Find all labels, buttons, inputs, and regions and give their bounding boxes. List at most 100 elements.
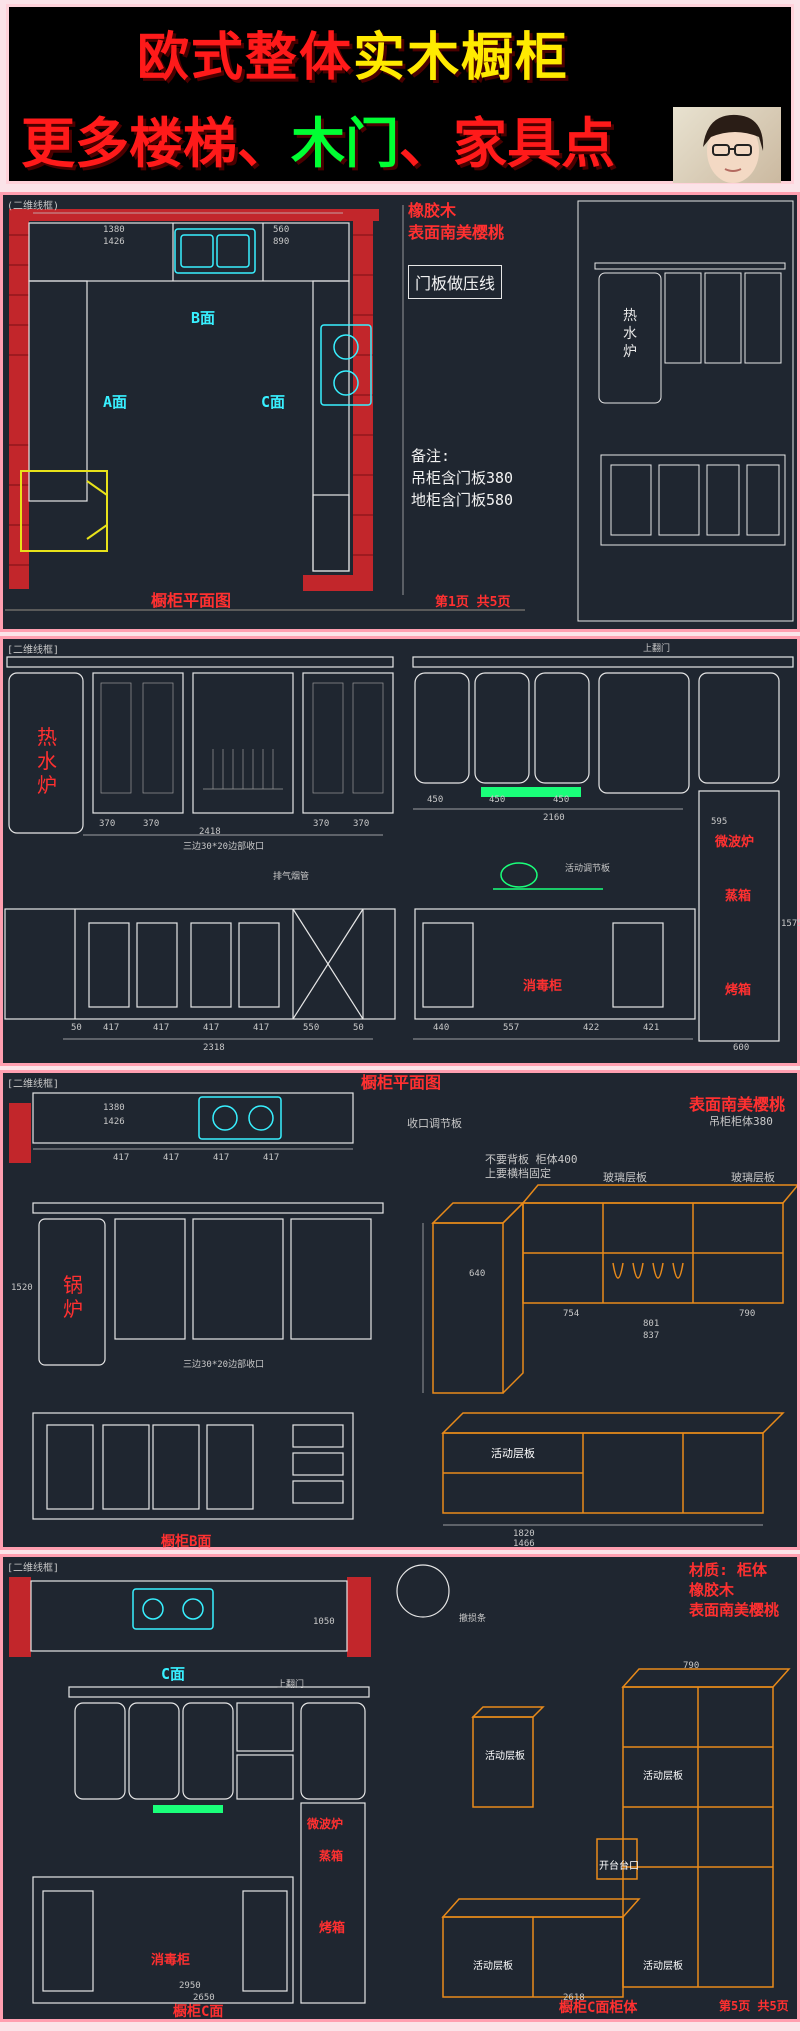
panel-elevation-a: [二维线框] 热 水 炉 三边30*20边部收口 370 370 2418 37… (0, 636, 800, 1066)
cut-label: 上翻门 (643, 644, 671, 654)
dim-417: 417 (153, 1023, 170, 1033)
dim-2650: 2650 (193, 1993, 215, 2003)
note-title: 备注: (411, 447, 451, 465)
panel-kitchen-plan: (二维线框) 橡胶木 表面南美樱桃 门板做压线 备注: 吊柜含门板380 地柜含… (0, 192, 800, 632)
banner-sub-part-green: 木门 (291, 112, 399, 175)
dim-417: 417 (163, 1153, 180, 1163)
dim-421: 421 (643, 1023, 660, 1033)
hood-note: 排气烟管 (273, 872, 310, 882)
dim-417: 417 (203, 1023, 220, 1033)
material-title: 材质: 柜体 (689, 1561, 768, 1579)
dim-2418: 2418 (199, 827, 221, 837)
dim-417: 417 (113, 1153, 130, 1163)
boiler-char: 锅 (63, 1273, 83, 1297)
dim-370: 370 (353, 819, 370, 829)
heater-char: 热 (623, 308, 637, 324)
dim-50: 50 (353, 1023, 364, 1033)
heater-char: 炉 (623, 344, 637, 360)
dim-1820: 1820 (513, 1529, 535, 1539)
frame-label: [二维线框] (7, 1079, 60, 1090)
trim-note: 收口调节板 (407, 1117, 462, 1130)
slot-note: 三边30*20边部收口 (183, 1360, 265, 1370)
steamer-label: 蒸箱 (319, 1849, 344, 1863)
dim-1380: 1380 (103, 225, 125, 235)
header-banner: 欧式整体实木橱柜 更多楼梯、木门、家具点 (6, 4, 794, 184)
b-face-drawing (9, 1092, 797, 1526)
shelf-label: 活动层板 (643, 1771, 683, 1782)
dim-2318: 2318 (203, 1043, 225, 1053)
material-surface-label: 表面南美樱桃 (689, 1601, 780, 1619)
dim-440: 440 (433, 1023, 450, 1033)
banner-title-part-yellow: 实木橱柜 (353, 28, 570, 88)
face-a-label: A面 (103, 393, 128, 411)
dim-417: 417 (263, 1153, 280, 1163)
dim-1426: 1426 (103, 1117, 125, 1127)
dim-50: 50 (71, 1023, 82, 1033)
banner-sub-part-red: 更多楼梯、 (21, 112, 291, 175)
dim-1575: 1575 (781, 919, 800, 929)
face-c-label: C面 (161, 1665, 186, 1683)
dim-1426: 1426 (103, 237, 125, 247)
heater-char: 水 (37, 749, 57, 773)
dim-450: 450 (489, 795, 506, 805)
dim-837: 837 (643, 1331, 660, 1341)
dim-1380: 1380 (103, 1103, 125, 1113)
portrait-image (703, 114, 764, 183)
opening-label: 开台台口 (599, 1861, 639, 1872)
dim-640: 640 (469, 1269, 486, 1279)
plan-title-top: 橱柜平面图 (361, 1073, 442, 1092)
shelf-label: 活动层板 (491, 1447, 535, 1460)
trim-strip-label: 撤损条 (459, 1614, 487, 1624)
c-face-title: 橱柜C面 (173, 2004, 224, 2020)
model-photo (673, 107, 781, 183)
boiler-label: 锅 炉 (63, 1273, 83, 1321)
dim-801: 801 (643, 1319, 660, 1329)
microwave-label: 微波炉 (307, 1817, 344, 1831)
steamer-label: 蒸箱 (725, 889, 752, 904)
material-label: 橡胶木 (689, 1581, 735, 1599)
banner-sub-part-red2: 、家具点 (399, 112, 615, 175)
c-face-drawing (9, 1564, 791, 2004)
panel-elevation-c: [二维线框] 材质: 柜体 橡胶木 表面南美樱桃 C面 上翻门 活动层板 活动层… (0, 1554, 800, 2022)
page-number: 第1页 共5页 (435, 595, 511, 610)
microwave-label: 微波炉 (715, 835, 755, 850)
heater-char: 炉 (37, 773, 57, 797)
dim-422: 422 (583, 1023, 600, 1033)
dim-550: 550 (303, 1023, 320, 1033)
dim-370: 370 (99, 819, 116, 829)
dim-2618: 2618 (563, 1993, 585, 2003)
material-surface-label: 表面南美樱桃 (408, 223, 505, 242)
dim-370: 370 (313, 819, 330, 829)
dim-417: 417 (253, 1023, 270, 1033)
material-surface-label: 表面南美樱桃 (689, 1095, 786, 1114)
dim-557: 557 (503, 1023, 520, 1033)
heater-char: 热 (37, 725, 57, 749)
boiler-char: 炉 (63, 1297, 83, 1321)
b-face-title: 橱柜B面 (161, 1534, 212, 1550)
dim-2950: 2950 (179, 1981, 201, 1991)
carcass-note-2: 上要横档固定 (485, 1167, 551, 1180)
frame-label: [二维线框] (7, 1563, 60, 1574)
dim-890: 890 (273, 237, 290, 247)
dim-450: 450 (427, 795, 444, 805)
cut-label: 上翻门 (277, 1680, 305, 1690)
heater-label: 热 水 炉 (37, 725, 57, 797)
dim-417: 417 (213, 1153, 230, 1163)
shelf-label: 活动层板 (473, 1961, 513, 1972)
face-c-label: C面 (261, 393, 286, 411)
dim-370: 370 (143, 819, 160, 829)
dim-600: 600 (733, 1043, 750, 1053)
face-b-label: B面 (191, 309, 216, 327)
elevation-drawing (4, 656, 794, 1042)
frame-label: [二维线框] (7, 645, 60, 656)
dim-1520: 1520 (11, 1283, 33, 1293)
dim-790: 790 (683, 1661, 700, 1671)
dim-417: 417 (103, 1023, 120, 1033)
c-face-carcass-title: 橱柜C面柜体 (559, 2000, 638, 2016)
page-number: 第5页 共5页 (719, 1999, 789, 2013)
plan-title: 橱柜平面图 (151, 591, 232, 610)
banner-title-line2: 更多楼梯、木门、家具点 (21, 99, 615, 178)
shelf-label: 活动层板 (643, 1961, 683, 1972)
frame-label: (二维线框) (7, 201, 60, 212)
banner-title-line1: 欧式整体实木橱柜 (137, 15, 569, 90)
